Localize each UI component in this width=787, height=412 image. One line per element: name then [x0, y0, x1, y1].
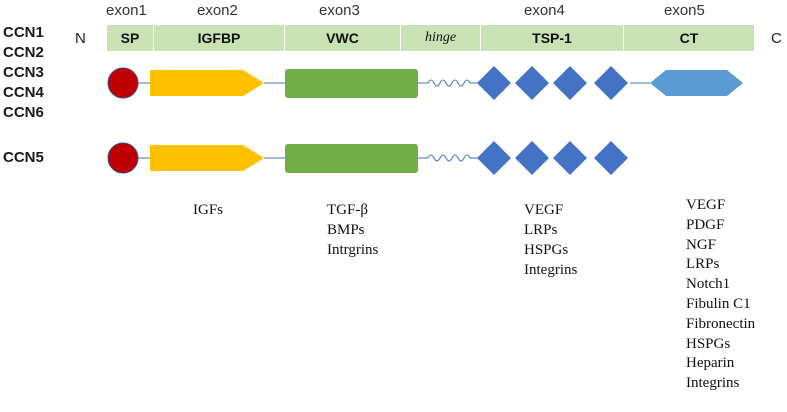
- exon4-label: exon4: [524, 2, 565, 19]
- gene-label-ccn5: CCN5: [3, 149, 44, 166]
- gene-label-ccn3: CCN3: [3, 64, 44, 81]
- igfbp-binders: IGFs: [193, 200, 223, 220]
- tsp1-repeat-shape: [553, 141, 587, 175]
- exon5-label: exon5: [664, 2, 705, 19]
- tsp1-repeat-shape: [515, 66, 549, 100]
- binder-item: Fibronectin: [686, 315, 756, 332]
- binder-item: Fibulin C1: [686, 295, 751, 312]
- hinge-squiggle: [418, 154, 478, 162]
- domain-separator: [400, 25, 401, 51]
- binder-item: Intrgrins: [327, 242, 379, 258]
- tsp1-repeat-shape: [594, 141, 628, 175]
- binder-item: LRPs: [524, 222, 558, 238]
- binder-item: HSPGs: [524, 242, 569, 258]
- ccn5-protein: [107, 141, 628, 175]
- domain-bar: [107, 25, 754, 51]
- domain-separator: [480, 25, 481, 51]
- binder-item: TGF-β: [327, 202, 368, 218]
- binder-item: Notch1: [686, 276, 731, 293]
- gene-label-ccn1: CCN1: [3, 24, 44, 41]
- binder-item: HSPGs: [686, 335, 731, 352]
- binder-item: LRPs: [686, 256, 720, 273]
- c-terminus-label: C: [771, 30, 782, 47]
- domain-hinge: hinge: [424, 30, 457, 45]
- tsp1-repeat-shape: [594, 66, 628, 100]
- exon2-label: exon2: [197, 2, 238, 19]
- tsp1-repeat-shape: [553, 66, 587, 100]
- domain-separator: [623, 25, 624, 51]
- gene-label-ccn4: CCN4: [3, 84, 44, 101]
- tsp1-repeat-shape: [515, 141, 549, 175]
- n-terminus-label: N: [75, 30, 86, 47]
- gene-label-ccn6: CCN6: [3, 104, 44, 121]
- tsp1-repeat-shape: [477, 66, 511, 100]
- vwc-binders: TGF-β BMPs Intrgrins: [327, 200, 378, 260]
- domain-separator: [284, 25, 285, 51]
- sp-domain-shape: [107, 142, 139, 174]
- binder-item: VEGF: [686, 197, 726, 213]
- domain-igfbp: IGFBP: [197, 30, 241, 46]
- binder-item: IGFs: [193, 202, 224, 218]
- vwc-domain-shape: [285, 144, 418, 173]
- exon3-label: exon3: [319, 2, 360, 19]
- igfbp-domain-shape: [150, 70, 264, 96]
- binder-item: BMPs: [327, 222, 365, 238]
- ct-domain-shape: [650, 70, 743, 96]
- binder-item: Heparin: [686, 355, 735, 372]
- binder-item: Integrins: [524, 262, 578, 278]
- gene-labels-group: CCN1 CCN2 CCN3 CCN4 CCN6: [3, 23, 44, 123]
- binder-item: VEGF: [524, 202, 564, 218]
- sp-domain-shape: [107, 67, 139, 99]
- tsp1-binders: VEGF LRPs HSPGs Integrins: [524, 200, 577, 280]
- gene-label-ccn2: CCN2: [3, 44, 44, 61]
- hinge-squiggle: [418, 79, 478, 87]
- domain-tsp1: TSP-1: [532, 30, 572, 46]
- ct-binders: VEGF PDGF NGF LRPs Notch1 Fibulin C1 Fib…: [686, 196, 755, 394]
- binder-item: Integrins: [686, 375, 740, 392]
- domain-separator: [153, 25, 154, 51]
- exon1-label: exon1: [106, 2, 147, 19]
- tsp1-repeat-shape: [477, 141, 511, 175]
- igfbp-domain-shape: [150, 145, 264, 171]
- domain-vwc: VWC: [326, 30, 359, 46]
- binder-item: NGF: [686, 236, 717, 253]
- vwc-domain-shape: [285, 69, 418, 98]
- domain-sp: SP: [120, 30, 140, 46]
- domain-ct: CT: [679, 30, 699, 46]
- full-length-protein: [107, 66, 743, 100]
- binder-item: PDGF: [686, 216, 725, 233]
